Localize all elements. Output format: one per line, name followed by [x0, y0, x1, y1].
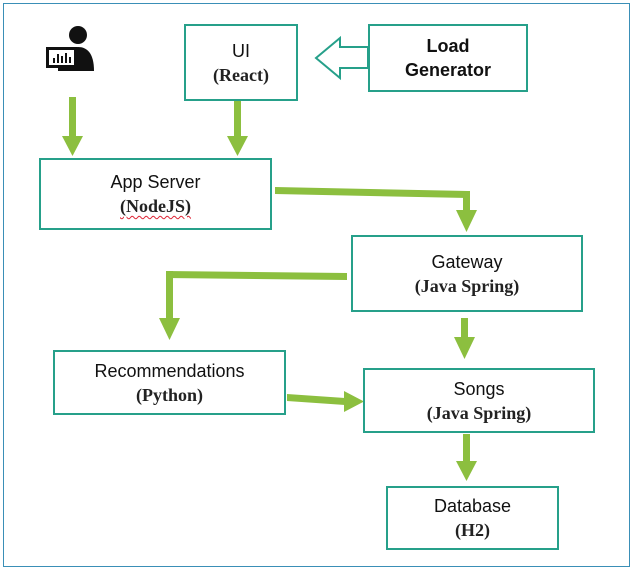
node-recommendations-subtitle: (Python): [136, 384, 203, 405]
node-load-generator: Load Generator: [368, 24, 528, 92]
node-app-server: App Server (NodeJS): [39, 158, 272, 230]
node-database-subtitle: (H2): [455, 520, 490, 540]
node-ui: UI (React): [184, 24, 298, 101]
node-recommendations-title: Recommendations: [94, 360, 245, 381]
node-ui-subtitle: (React): [213, 64, 269, 85]
node-ui-title: UI: [232, 40, 250, 61]
node-songs: Songs (Java Spring): [363, 368, 595, 433]
node-recommendations: Recommendations (Python): [53, 350, 286, 415]
node-gateway-subtitle: (Java Spring): [414, 275, 520, 296]
node-database-title: Database: [433, 496, 512, 516]
arrow-gateway-to-recommendations: [159, 271, 347, 340]
node-load-generator-title: Load: [426, 36, 470, 56]
node-gateway: Gateway (Java Spring): [351, 235, 583, 312]
arrow-user-to-app-server: [62, 97, 83, 156]
node-load-generator-subtitle: Generator: [404, 60, 492, 80]
node-app-server-subtitle: (NodeJS): [120, 196, 191, 216]
arrow-app-server-to-gateway: [275, 187, 477, 232]
node-app-server-title: App Server: [110, 172, 201, 192]
node-gateway-title: Gateway: [431, 251, 503, 272]
arrow-songs-to-database: [456, 434, 477, 481]
arrow-load-generator-to-ui: [314, 35, 369, 81]
arrow-ui-to-app-server: [227, 101, 248, 156]
node-songs-subtitle: (Java Spring): [426, 402, 532, 423]
user-at-computer-icon: [43, 23, 99, 73]
node-database: Database (H2): [386, 486, 559, 550]
arrow-gateway-to-songs: [454, 318, 475, 359]
node-songs-title: Songs: [453, 378, 505, 399]
arrow-recommendations-to-songs: [287, 391, 364, 412]
diagram-frame: [3, 3, 630, 567]
